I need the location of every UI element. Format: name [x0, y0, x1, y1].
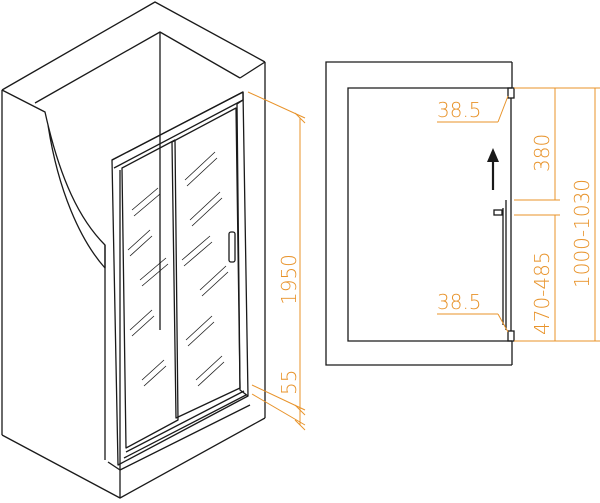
bottom-rail	[125, 390, 245, 453]
handle-top-view	[493, 209, 503, 216]
top-view	[325, 61, 515, 366]
right-wall-top	[239, 61, 266, 79]
top-view-dimensions	[437, 87, 600, 342]
left-wall-curve	[1, 89, 106, 269]
total-height-label: 1950	[277, 254, 301, 305]
enclosure-inner-rim	[34, 31, 241, 104]
sliding-glass-panel	[171, 107, 241, 419]
fixed-glass-panel	[121, 139, 179, 449]
side-gap-top-label: 38.5	[437, 98, 482, 122]
wall-outer-outline	[325, 61, 512, 366]
up-arrow-icon	[487, 148, 499, 190]
enclosure-top-edge	[1, 1, 266, 91]
width-range-label: 1000-1030	[570, 179, 594, 288]
perspective-view	[1, 1, 266, 499]
side-gap-bottom-label: 38.5	[437, 290, 482, 314]
door-profile-top	[507, 87, 515, 99]
bottom-offset-label: 55	[277, 370, 301, 395]
upper-section-label: 380	[530, 134, 554, 172]
door-top-rail	[111, 91, 244, 169]
lower-section-label: 470-485	[530, 251, 554, 335]
perspective-dimensions	[247, 91, 306, 431]
left-wall-bottom	[1, 417, 266, 499]
glass-reflections	[127, 151, 229, 387]
door-profile-bottom	[507, 330, 515, 342]
floor-line-2	[107, 461, 121, 471]
door-frame	[111, 91, 249, 466]
floor-line	[119, 404, 251, 471]
bottom-rail-2	[123, 394, 247, 459]
door-handle	[228, 231, 236, 263]
wall-inner-outline	[347, 87, 512, 342]
